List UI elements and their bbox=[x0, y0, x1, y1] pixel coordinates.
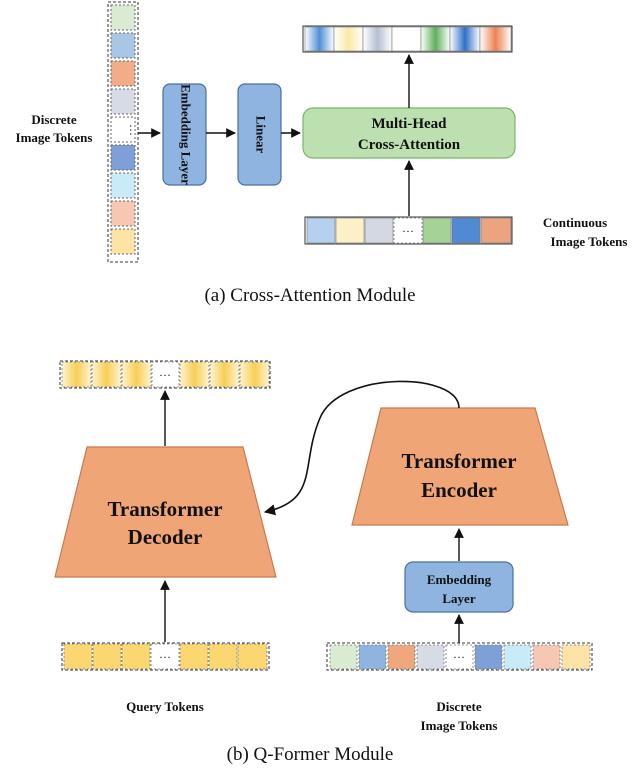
qout-token-6 bbox=[209, 361, 240, 388]
discrete-token-8 bbox=[110, 200, 136, 227]
qformer-output-token-row: ··· bbox=[59, 360, 271, 389]
query-token-2 bbox=[92, 643, 122, 670]
qformer-embedding-label-line1: Embedding bbox=[427, 572, 492, 587]
continuous-tokens-label-line2: Image Tokens bbox=[551, 234, 628, 249]
embedding-layer-box bbox=[162, 83, 207, 186]
output-token-6 bbox=[449, 26, 481, 52]
query-token-1 bbox=[63, 643, 93, 670]
query-ellipsis-text: ··· bbox=[159, 650, 171, 664]
continuous-ellipsis-text: ··· bbox=[402, 224, 414, 238]
output-token-ellipsis bbox=[391, 26, 422, 52]
continuous-token-5 bbox=[422, 217, 452, 244]
query-token-row: ··· bbox=[61, 642, 270, 671]
qdisc-token-8 bbox=[532, 644, 561, 670]
mha-label-line1: Multi-Head bbox=[372, 116, 448, 132]
output-token-2 bbox=[333, 26, 364, 52]
linear-box bbox=[237, 83, 282, 186]
discrete-token-7 bbox=[110, 172, 136, 199]
query-token-3 bbox=[121, 643, 151, 670]
output-token-7 bbox=[479, 26, 512, 52]
qformer-embedding-label-line2: Layer bbox=[442, 591, 475, 606]
transformer-decoder-trapezoid bbox=[54, 446, 277, 578]
discrete-ellipsis-text: ··· bbox=[124, 124, 138, 136]
qformer-discrete-label-line2: Image Tokens bbox=[421, 718, 498, 733]
discrete-token-1 bbox=[110, 4, 136, 31]
embedding-layer-label: Embedding Layer bbox=[179, 84, 194, 185]
qdisc-token-7 bbox=[503, 644, 532, 670]
qout-token-7 bbox=[239, 361, 270, 388]
query-tokens-label: Query Tokens bbox=[126, 699, 204, 714]
output-token-1 bbox=[304, 26, 335, 52]
discrete-tokens-label-line2: Image Tokens bbox=[16, 130, 93, 145]
qdisc-token-4 bbox=[416, 644, 445, 670]
qout-token-2 bbox=[91, 361, 122, 388]
continuous-token-6 bbox=[451, 217, 481, 244]
discrete-tokens-label-line1: Discrete bbox=[31, 112, 76, 127]
qdisc-token-3 bbox=[387, 644, 416, 670]
transformer-encoder-trapezoid bbox=[351, 407, 569, 526]
qdisc-token-ellipsis bbox=[445, 644, 474, 670]
decoder-label-line1: Transformer bbox=[107, 497, 222, 521]
qout-token-3 bbox=[121, 361, 152, 388]
encoder-label-line2: Encoder bbox=[421, 478, 497, 502]
query-token-5 bbox=[179, 643, 209, 670]
qdisc-ellipsis-text: ··· bbox=[453, 650, 465, 664]
discrete-token-2 bbox=[110, 32, 136, 59]
discrete-token-column: ··· bbox=[107, 1, 139, 263]
continuous-token-ellipsis bbox=[393, 217, 423, 244]
query-token-6 bbox=[208, 643, 238, 670]
query-token-ellipsis bbox=[150, 643, 180, 670]
arrow-encoder-to-decoder bbox=[263, 380, 460, 516]
caption-b: (b) Q-Former Module bbox=[227, 744, 394, 765]
qdisc-token-9 bbox=[561, 644, 591, 670]
qdisc-token-6 bbox=[474, 644, 503, 670]
qformer-discrete-token-row: ··· bbox=[326, 642, 593, 671]
query-token-7 bbox=[237, 643, 268, 670]
output-token-row bbox=[302, 25, 513, 53]
continuous-token-row: ··· bbox=[304, 216, 513, 245]
discrete-token-3 bbox=[110, 60, 136, 87]
qout-ellipsis-text: ··· bbox=[159, 368, 171, 382]
continuous-token-3 bbox=[364, 217, 394, 244]
qformer-discrete-label-line1: Discrete bbox=[436, 699, 481, 714]
output-token-3 bbox=[362, 26, 393, 52]
caption-a: (a) Cross-Attention Module bbox=[204, 285, 415, 306]
output-token-5 bbox=[420, 26, 451, 52]
qdisc-token-1 bbox=[329, 644, 358, 670]
continuous-tokens-label-line1: Continuous bbox=[543, 215, 607, 230]
continuous-token-1 bbox=[306, 217, 336, 244]
qout-token-ellipsis bbox=[151, 361, 180, 388]
decoder-label-line2: Decoder bbox=[128, 525, 203, 549]
discrete-token-6 bbox=[110, 144, 136, 171]
encoder-label-line1: Transformer bbox=[401, 449, 516, 473]
qout-token-5 bbox=[179, 361, 210, 388]
qout-token-1 bbox=[61, 361, 92, 388]
discrete-token-9 bbox=[110, 228, 136, 255]
continuous-token-7 bbox=[480, 217, 512, 244]
qdisc-token-2 bbox=[358, 644, 387, 670]
mha-label-line2: Cross-Attention bbox=[358, 137, 461, 153]
continuous-token-2 bbox=[335, 217, 365, 244]
linear-label: Linear bbox=[254, 116, 269, 154]
discrete-token-ellipsis bbox=[110, 116, 136, 143]
qformer-embedding-box bbox=[404, 561, 514, 613]
discrete-token-4 bbox=[110, 88, 136, 115]
